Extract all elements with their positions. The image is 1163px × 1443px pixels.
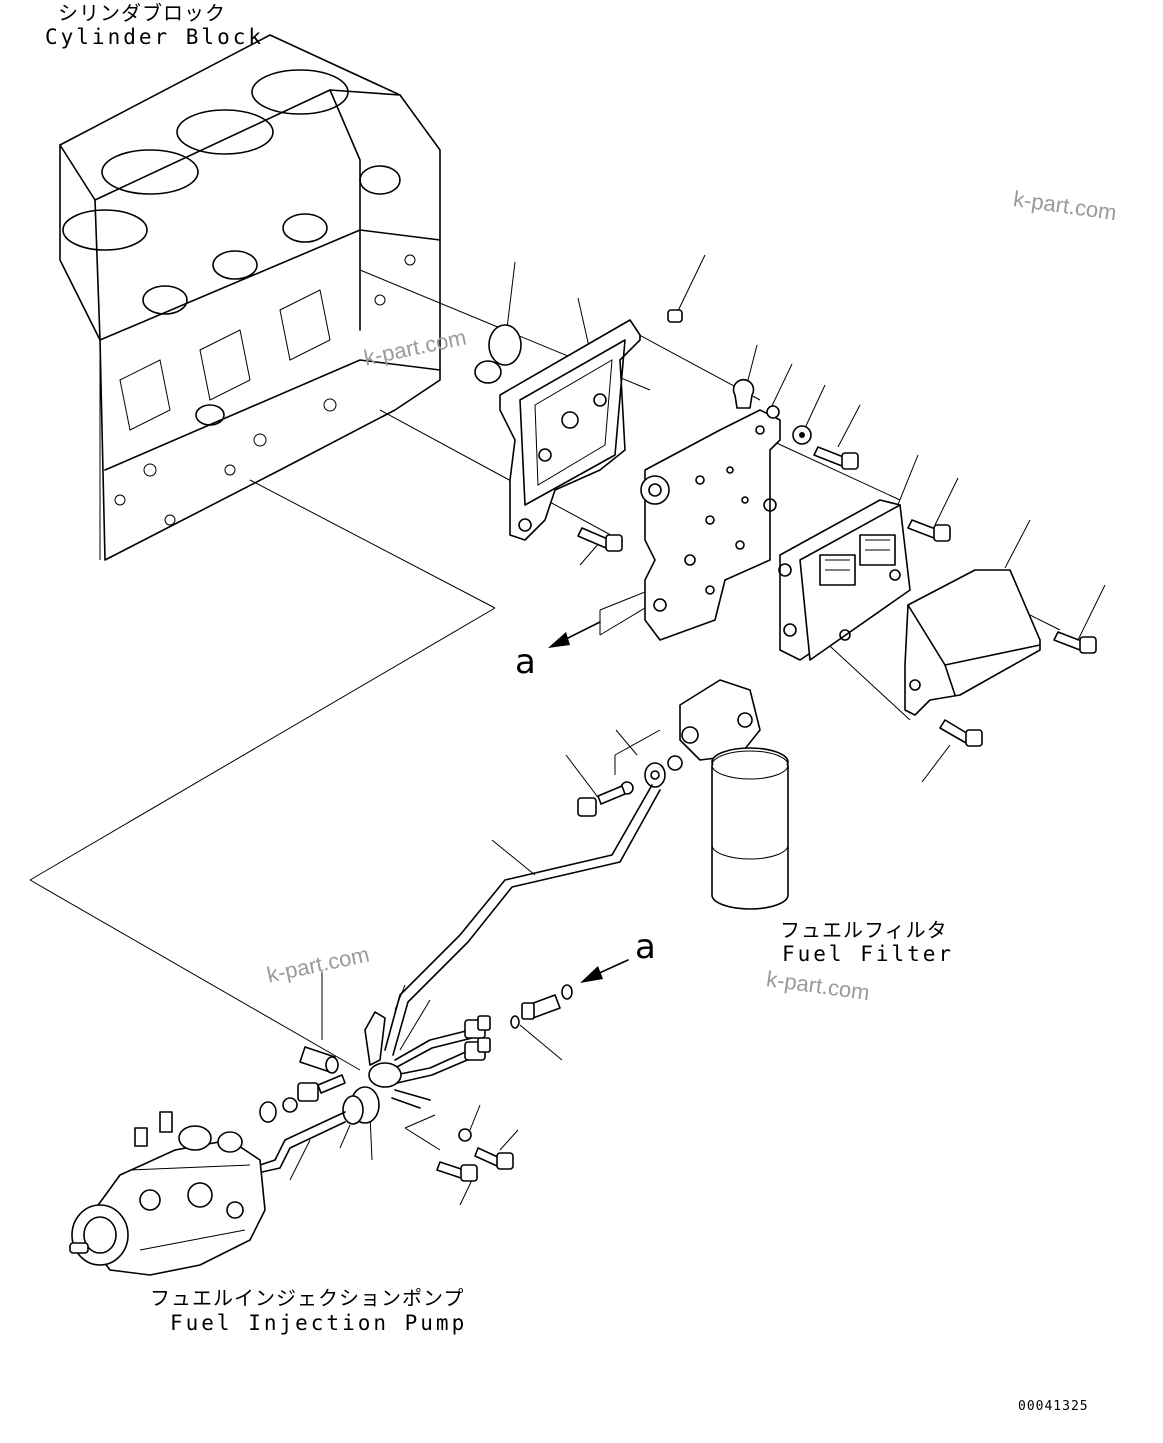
view-ref-upper-label: a xyxy=(515,642,536,682)
cap-2 xyxy=(474,360,502,384)
ecu-bolt-1 xyxy=(813,446,859,470)
view-arrow-lower xyxy=(580,959,629,983)
clamp-washer xyxy=(458,1128,472,1142)
fuel-filter-label-en: Fuel Filter xyxy=(782,942,955,966)
banjo-bolt xyxy=(577,785,626,817)
drawing-code: 00041325 xyxy=(1018,1399,1089,1414)
connector xyxy=(521,994,561,1020)
adapter-plate xyxy=(640,409,781,641)
fuel-injection-pump xyxy=(69,1111,266,1276)
ecu-cover xyxy=(904,569,1041,716)
fuel-filter-assembly xyxy=(679,679,789,910)
fuel-injection-pump-label-jp: フュエルインジェクションポンプ xyxy=(150,1286,465,1310)
hollow-bolt xyxy=(297,1074,346,1102)
filter-washer xyxy=(667,755,683,771)
fuel-manifold xyxy=(342,1011,491,1125)
plug xyxy=(667,309,683,323)
fuel-line xyxy=(384,784,661,1056)
o-ring-1 xyxy=(561,984,573,1000)
fuel-injection-pump-label-en: Fuel Injection Pump xyxy=(170,1311,468,1335)
pump-pipe xyxy=(259,1101,346,1173)
cylinder-block xyxy=(59,34,441,561)
o-ring-2 xyxy=(510,1015,520,1029)
washer-2-hole xyxy=(799,432,805,438)
cover-bolt-2 xyxy=(939,719,983,747)
fuel-filter-label-jp: フュエルフィルタ xyxy=(780,918,948,942)
grommet xyxy=(732,379,755,409)
cover-bolt-1 xyxy=(1053,631,1097,654)
view-ref-lower-label: a xyxy=(635,927,656,967)
ecu-bolt-2 xyxy=(907,519,951,542)
pipe-washer xyxy=(282,1097,298,1113)
clamp-bolt-2 xyxy=(436,1161,478,1182)
cylinder-block-label-en: Cylinder Block xyxy=(45,25,265,49)
view-arrow-upper xyxy=(548,621,601,648)
engine-controller xyxy=(778,499,911,661)
cylinder-block-label-jp: シリンダブロック xyxy=(58,1,226,25)
clamp-bolt-1 xyxy=(474,1147,514,1170)
cap-1 xyxy=(488,324,522,366)
mounting-bracket xyxy=(499,319,641,541)
sleeve xyxy=(299,1046,339,1074)
washer-1 xyxy=(766,405,780,419)
bracket-bolt xyxy=(577,527,623,552)
banjo-fitting xyxy=(644,762,666,788)
